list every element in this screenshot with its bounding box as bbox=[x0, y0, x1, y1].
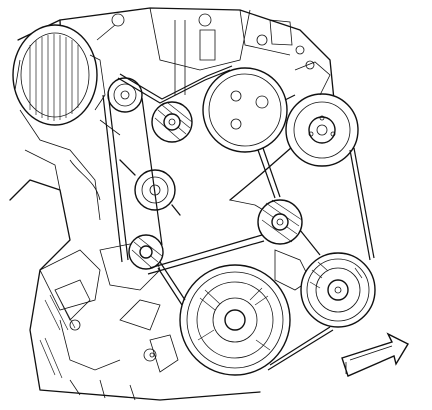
water-pump-pulley bbox=[285, 60, 359, 167]
tensioner-pulley bbox=[119, 159, 181, 216]
alternator-pulley bbox=[107, 77, 143, 113]
ac-compressor-pulley bbox=[300, 252, 376, 328]
center-idler-pulley bbox=[257, 199, 311, 291]
engine-block bbox=[9, 7, 336, 401]
serpentine-belt bbox=[102, 65, 375, 371]
power-steering-pulley bbox=[202, 67, 288, 153]
crankshaft-pulley bbox=[179, 264, 291, 376]
lower-idler-pulley bbox=[128, 234, 164, 270]
upper-idler-pulley bbox=[151, 101, 193, 143]
right-arrow-icon bbox=[341, 332, 409, 377]
alternator bbox=[12, 13, 125, 136]
